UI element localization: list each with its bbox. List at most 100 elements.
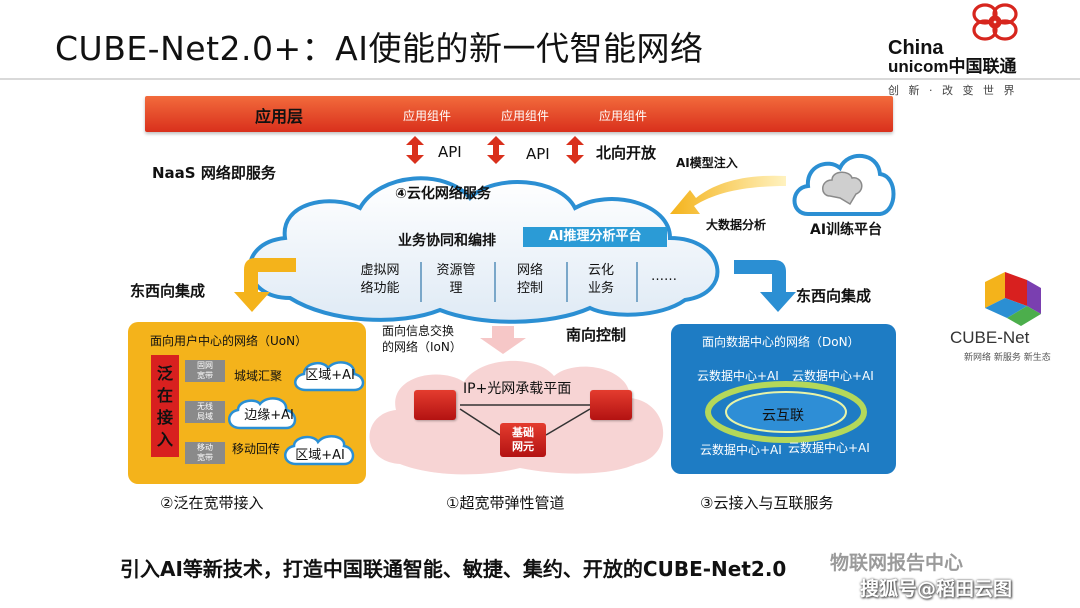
ai-model-arrow-icon: [670, 175, 786, 214]
dc-bottom-left-label: 云数据中心+AI: [700, 443, 782, 457]
function-item: 网络 控制: [505, 262, 555, 302]
metro-aggregation-label: 城域汇聚: [234, 369, 283, 383]
cloud-region-top: [294, 361, 365, 392]
function-item: 虚拟网 络功能: [352, 262, 408, 302]
ion-title-line: 的网络（IoN）: [382, 340, 462, 354]
east-west-arrow-left-icon: [234, 258, 296, 312]
ion-title-line: 面向信息交换: [382, 324, 455, 338]
app-layer-label: 应用层: [255, 107, 304, 126]
function-line: 控制: [516, 281, 543, 296]
fanzai-char: 泛: [156, 364, 173, 383]
east-west-label-left: 东西向集成: [130, 282, 206, 300]
caption-elastic-pipe: ①超宽带弹性管道: [446, 494, 565, 512]
function-item: ……: [644, 262, 684, 302]
ai-inference-badge: AI推理分析平台: [523, 227, 667, 247]
big-data-label: 大数据分析: [706, 218, 767, 232]
access-line: 无线: [197, 402, 213, 411]
ion-pink-cloud-shape: [369, 360, 664, 475]
app-component-3: 应用组件: [599, 109, 648, 123]
cube-net-logo-icon: [985, 272, 1041, 326]
ai-training-cloud-icon: [792, 153, 896, 216]
fanzai-char: 在: [156, 386, 173, 405]
dc-top-left-label: 云数据中心+AI: [697, 369, 779, 383]
title-divider: [0, 78, 1080, 80]
ion-links: [459, 404, 591, 436]
east-west-arrow-right-icon: [734, 260, 796, 312]
orchestration-label: 业务协同和编排: [398, 233, 496, 249]
region-ai-top-label: 区域+AI: [305, 368, 355, 383]
base-network-element: 基础 网元: [500, 423, 546, 457]
function-line: 网络: [516, 263, 543, 278]
ai-training-label: AI训练平台: [810, 222, 883, 238]
unicom-knot-icon: [972, 3, 1018, 41]
application-layer-bar: 应用层 应用组件 应用组件 应用组件: [145, 96, 893, 132]
main-cloud-shape: [247, 176, 720, 324]
uon-small-clouds: [228, 361, 365, 466]
api-label-2: API: [526, 145, 550, 163]
base-ne-line: 网元: [512, 440, 534, 453]
caption-cloud-access: ③云接入与互联服务: [700, 494, 834, 512]
network-node-left: [414, 390, 456, 420]
api-label-1: API: [438, 143, 462, 161]
network-node-right: [590, 390, 632, 420]
access-line: 宽带: [197, 453, 213, 462]
access-line: 宽带: [197, 371, 213, 380]
function-line: 理: [449, 281, 463, 296]
function-item: 云化 业务: [576, 262, 626, 302]
cloud-interconnect-label: 云互联: [762, 408, 804, 424]
cloud-region-bottom: [284, 434, 355, 466]
access-type-box: 移动 宽带: [185, 442, 225, 464]
function-item: 资源管 理: [428, 262, 484, 302]
double-arrow-icon: [406, 136, 424, 164]
function-line: ……: [651, 269, 677, 284]
cloud-service-label: ④云化网络服务: [395, 186, 491, 202]
dc-bottom-right-label: 云数据中心+AI: [788, 441, 870, 455]
access-line: 局域: [197, 412, 213, 421]
unicom-logo: China unicom中国联通 创 新 · 改 变 世 界: [888, 38, 1078, 98]
function-line: 虚拟网: [360, 263, 400, 278]
function-divider: [636, 262, 638, 302]
naas-label: NaaS 网络即服务: [152, 164, 276, 182]
function-divider: [494, 262, 496, 302]
function-line: 业务: [587, 281, 614, 296]
dc-top-right-label: 云数据中心+AI: [792, 369, 874, 383]
page-title: CUBE-Net2.0+：AI使能的新一代智能网络: [55, 29, 704, 68]
edge-ai-label: 边缘+AI: [244, 408, 294, 423]
bottom-statement: 引入AI等新技术，打造中国联通智能、敏捷、集约、开放的CUBE-Net2.0: [120, 557, 787, 581]
cube-net-name: CUBE-Net: [950, 328, 1030, 347]
function-divider: [566, 262, 568, 302]
logo-china-text: China: [888, 37, 944, 59]
cloud-edge: [228, 397, 297, 430]
access-line: 固网: [197, 361, 213, 370]
east-west-label-right: 东西向集成: [796, 287, 872, 305]
fanzai-char: 入: [156, 430, 173, 449]
function-divider: [420, 262, 422, 302]
app-component-1: 应用组件: [403, 109, 452, 123]
southbound-label: 南向控制: [566, 326, 627, 344]
northbound-label: 北向开放: [596, 144, 657, 162]
fanzai-char: 接: [156, 408, 173, 427]
cube-net-tagline: 新网络 新服务 新生态: [964, 353, 1051, 363]
access-type-box: 无线 局域: [185, 401, 225, 423]
caption-ubiquitous-access: ②泛在宽带接入: [160, 494, 264, 512]
don-title: 面向数据中心的网络（DoN）: [702, 335, 860, 349]
ion-title: 面向信息交换 的网络（IoN）: [382, 323, 462, 355]
function-line: 资源管: [436, 263, 476, 278]
region-ai-bottom-label: 区域+AI: [295, 448, 345, 463]
base-ne-line: 基础: [512, 426, 534, 439]
watermark-bottom: 搜狐号@稻田云图: [860, 578, 1013, 600]
double-arrow-icon: [566, 136, 584, 164]
mobile-backhaul-label: 移动回传: [232, 442, 281, 456]
access-type-box: 固网 宽带: [185, 360, 225, 382]
ip-optical-plane-label: IP+光网承载平面: [463, 381, 572, 397]
ai-model-inject-label: AI模型注入: [676, 156, 738, 170]
app-component-2: 应用组件: [501, 109, 550, 123]
logo-slogan: 创 新 · 改 变 世 界: [888, 84, 1018, 97]
function-line: 云化: [587, 263, 614, 278]
don-ring-icon: [705, 381, 867, 443]
logo-unicom-text: unicom中国联通: [888, 57, 1017, 76]
double-arrow-icon: [487, 136, 505, 164]
southbound-arrow-icon: [480, 326, 526, 354]
uon-title: 面向用户中心的网络（UoN）: [150, 334, 308, 348]
ubiquitous-access-box: 泛 在 接 入: [151, 355, 179, 457]
